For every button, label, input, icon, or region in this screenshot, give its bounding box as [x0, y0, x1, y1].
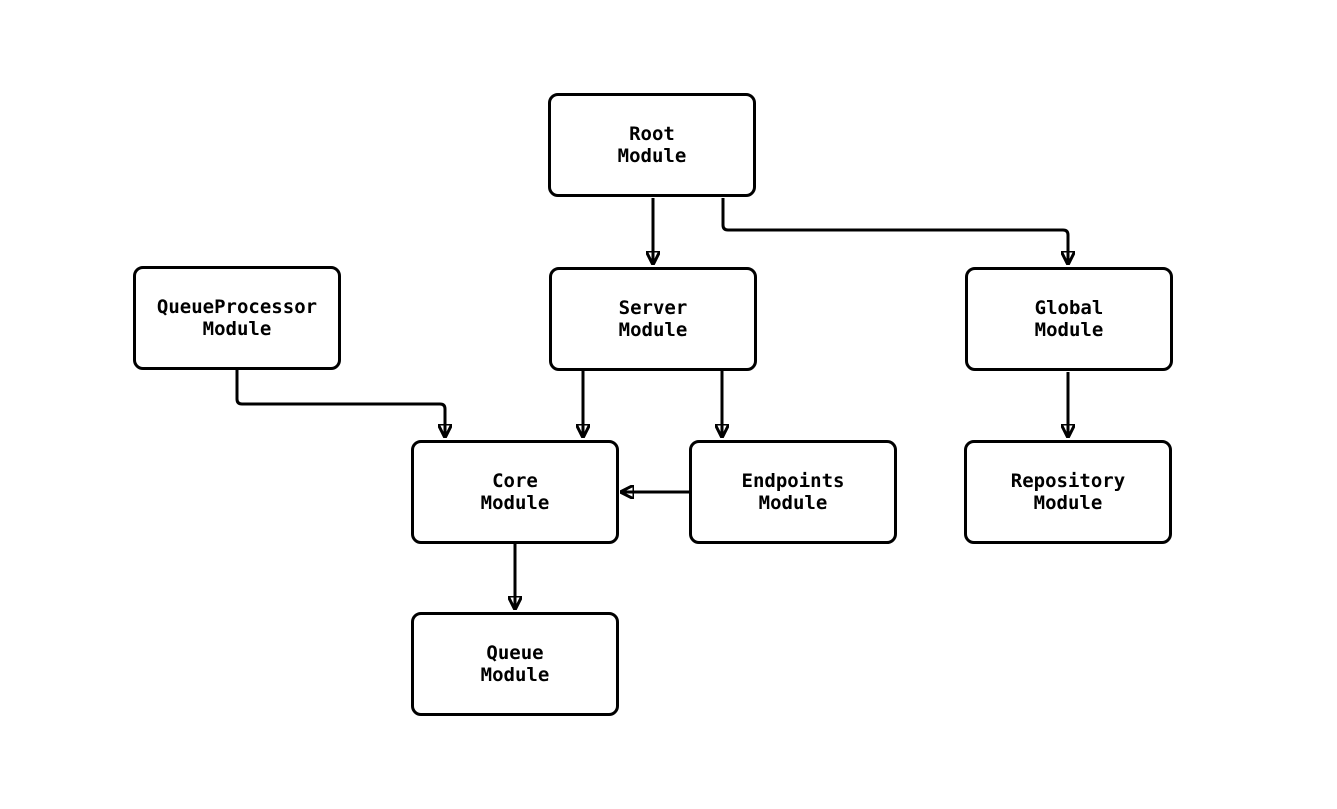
edge-queueprocessor-core — [235, 370, 445, 438]
node-endpoints-module: Endpoints Module — [689, 440, 897, 544]
node-queueprocessor-module: QueueProcessor Module — [133, 266, 341, 370]
edge-root-global — [721, 198, 1068, 265]
node-repository-module: Repository Module — [964, 440, 1172, 544]
node-core-module: Core Module — [411, 440, 619, 544]
node-server-module: Server Module — [549, 267, 757, 371]
node-queue-module: Queue Module — [411, 612, 619, 716]
node-root-module: Root Module — [548, 93, 756, 197]
node-global-module: Global Module — [965, 267, 1173, 371]
